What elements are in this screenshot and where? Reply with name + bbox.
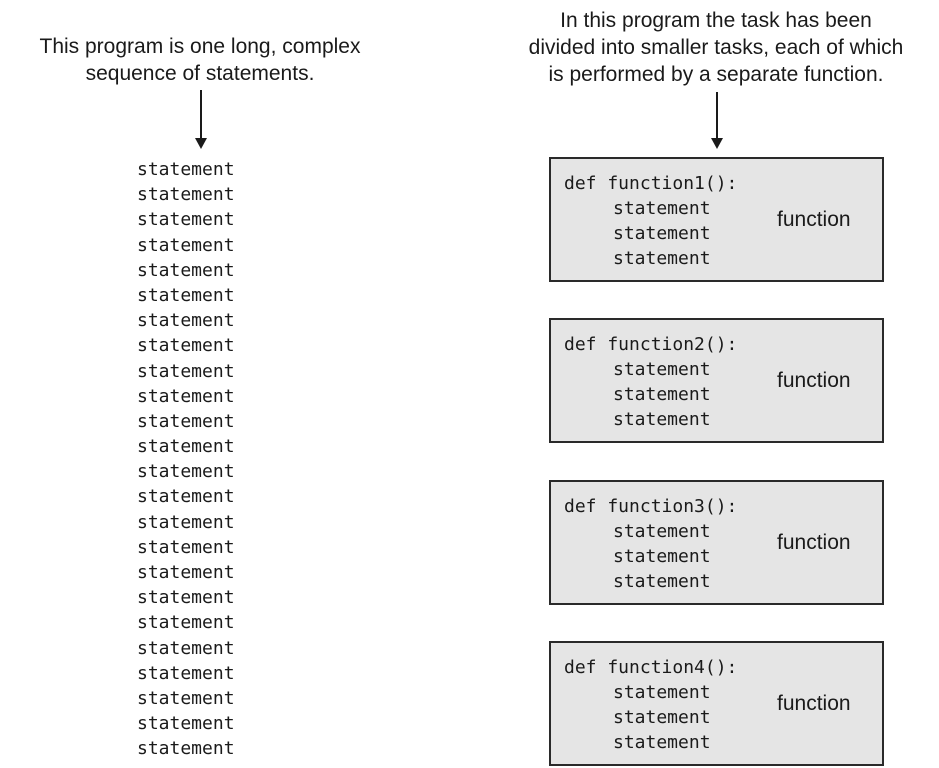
- statement-line: statement: [137, 159, 235, 180]
- statement-list: statement statement statement statement …: [137, 157, 235, 762]
- statement-line: statement: [137, 486, 235, 508]
- function-label: function: [777, 208, 851, 231]
- function-box-2: def function2(): statement statement sta…: [549, 318, 884, 443]
- statement-line: statement: [137, 259, 235, 281]
- function-definition: def function2():: [564, 334, 738, 355]
- statement-line: statement: [613, 384, 711, 405]
- caption-line: sequence of statements.: [85, 62, 315, 85]
- statement-line: statement: [137, 335, 235, 357]
- function-definition: def function4():: [564, 657, 738, 678]
- statement-line: statement: [137, 410, 235, 432]
- statement-line: statement: [613, 682, 711, 703]
- down-arrow-icon: [195, 90, 207, 150]
- caption-line: divided into smaller tasks, each of whic…: [528, 36, 904, 59]
- caption-line: This program is one long, complex: [39, 35, 361, 58]
- function-body: statement statement statement: [613, 196, 711, 271]
- statement-line: statement: [137, 662, 235, 684]
- down-arrow-icon: [711, 92, 723, 150]
- statement-line: statement: [613, 359, 711, 380]
- statement-line: statement: [137, 184, 235, 206]
- statement-line: statement: [613, 223, 711, 244]
- function-body: statement statement statement: [613, 357, 711, 432]
- caption-line: is performed by a separate function.: [548, 63, 884, 86]
- left-caption: This program is one long, complex sequen…: [0, 33, 400, 87]
- statement-line: statement: [137, 284, 235, 306]
- function-body: statement statement statement: [613, 519, 711, 594]
- function-label: function: [777, 369, 851, 392]
- statement-line: statement: [137, 385, 235, 407]
- statement-line: statement: [137, 511, 235, 533]
- statement-line: statement: [137, 687, 235, 709]
- function-label: function: [777, 531, 851, 554]
- statement-line: statement: [613, 707, 711, 728]
- function-box-3: def function3(): statement statement sta…: [549, 480, 884, 605]
- statement-line: statement: [137, 234, 235, 256]
- function-body: statement statement statement: [613, 680, 711, 755]
- statement-line: statement: [613, 409, 711, 430]
- statement-line: statement: [137, 562, 235, 583]
- statement-line: statement: [137, 637, 235, 659]
- statement-line: statement: [613, 521, 711, 542]
- statement-line: statement: [613, 248, 711, 269]
- statement-line: statement: [137, 536, 235, 558]
- statement-line: statement: [613, 546, 711, 567]
- caption-line: In this program the task has been: [560, 9, 872, 32]
- statement-line: statement: [137, 587, 235, 609]
- function-box-4: def function4(): statement statement sta…: [549, 641, 884, 766]
- statement-line: statement: [137, 713, 235, 735]
- function-box-1: def function1(): statement statement sta…: [549, 157, 884, 282]
- statement-line: statement: [137, 209, 235, 231]
- right-caption: In this program the task has been divide…: [496, 7, 936, 88]
- statement-line: statement: [137, 310, 235, 332]
- statement-line: statement: [137, 461, 235, 483]
- statement-line: statement: [137, 436, 235, 458]
- statement-line: statement: [137, 360, 235, 382]
- function-label: function: [777, 692, 851, 715]
- statement-line: statement: [137, 738, 235, 760]
- statement-line: statement: [613, 198, 711, 219]
- statement-line: statement: [613, 571, 711, 592]
- statement-line: statement: [613, 732, 711, 753]
- function-definition: def function1():: [564, 173, 738, 194]
- function-definition: def function3():: [564, 496, 738, 517]
- statement-line: statement: [137, 612, 235, 634]
